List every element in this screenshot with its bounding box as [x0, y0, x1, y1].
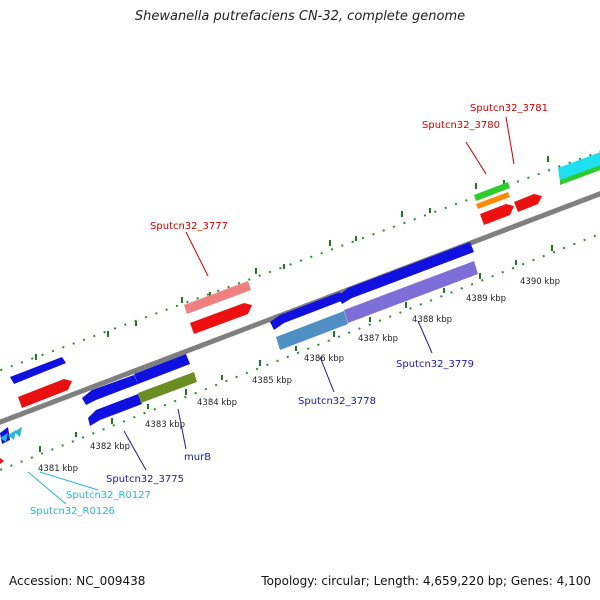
- map-title: Shewanella putrefaciens CN-32, complete …: [134, 9, 466, 24]
- feature-labels: Sputcn32_3777 Sputcn32_3780 Sputcn32_378…: [30, 103, 548, 517]
- gene-sputcn32-3781[interactable]: [474, 182, 510, 201]
- label-murB: murB: [184, 452, 211, 463]
- rna-arrow-3[interactable]: [14, 427, 22, 437]
- gene-green-edge[interactable]: [560, 163, 600, 185]
- rna-sputcn32-r0127[interactable]: [0, 433, 8, 442]
- outer-tick-marks: [35, 156, 549, 360]
- tick-label-4389: 4389 kbp: [466, 294, 506, 304]
- gene-blue-mid-upper[interactable]: [134, 354, 190, 384]
- gene-red-right[interactable]: [514, 194, 542, 212]
- tick-label-4386: 4386 kbp: [304, 354, 344, 364]
- gene-red-3780[interactable]: [480, 204, 514, 225]
- rna-genes: [0, 427, 22, 442]
- label-sputcn32-r0126: Sputcn32_R0126: [30, 506, 115, 517]
- reverse-strand-genes: [0, 242, 478, 444]
- gene-murB[interactable]: [138, 372, 197, 403]
- label-sputcn32-3775: Sputcn32_3775: [106, 474, 184, 485]
- label-sputcn32-3777: Sputcn32_3777: [150, 221, 228, 232]
- tick-labels: 4381 kbp 4382 kbp 4383 kbp 4384 kbp 4385…: [38, 277, 560, 474]
- tick-label-4384: 4384 kbp: [197, 398, 237, 408]
- tick-label-4390: 4390 kbp: [520, 277, 560, 287]
- forward-strand-genes: [10, 150, 600, 408]
- inner-tick-marks: [39, 245, 553, 452]
- tick-label-4382: 4382 kbp: [90, 442, 130, 452]
- rna-sputcn32-r0126[interactable]: [8, 430, 16, 440]
- label-sputcn32-3778: Sputcn32_3778: [298, 396, 376, 407]
- gene-blue-3778-upper[interactable]: [270, 292, 344, 330]
- tick-label-4385: 4385 kbp: [252, 376, 292, 386]
- gene-sputcn32-3780[interactable]: [476, 192, 510, 209]
- tick-label-4388: 4388 kbp: [412, 315, 452, 325]
- gene-red-left[interactable]: [18, 379, 72, 408]
- gene-blue-3779-upper[interactable]: [338, 242, 474, 304]
- genome-summary: Topology: circular; Length: 4,659,220 bp…: [261, 574, 591, 588]
- label-sputcn32-3781: Sputcn32_3781: [470, 103, 548, 114]
- leader-lines: [27, 116, 515, 505]
- gene-sputcn32-3777[interactable]: [184, 281, 251, 314]
- gene-red-edge-lower[interactable]: [0, 458, 4, 464]
- gene-sputcn32-3775[interactable]: [88, 394, 142, 426]
- label-sputcn32-r0127: Sputcn32_R0127: [66, 490, 151, 501]
- gene-cyan-right[interactable]: [558, 150, 600, 182]
- gene-blue-left-upper[interactable]: [10, 357, 66, 384]
- accession-label: Accession: NC_009438: [9, 574, 146, 588]
- gene-red-3777[interactable]: [190, 303, 252, 334]
- tick-label-4387: 4387 kbp: [358, 334, 398, 344]
- tick-label-4383: 4383 kbp: [145, 420, 185, 430]
- inner-ruler: [0, 232, 600, 472]
- label-sputcn32-3780: Sputcn32_3780: [422, 120, 500, 131]
- gene-sputcn32-3779[interactable]: [344, 261, 478, 323]
- gene-blue-murB-upper[interactable]: [82, 375, 138, 405]
- label-sputcn32-3779: Sputcn32_3779: [396, 359, 474, 370]
- tick-label-4381: 4381 kbp: [38, 464, 78, 474]
- gene-sputcn32-3778[interactable]: [276, 311, 348, 350]
